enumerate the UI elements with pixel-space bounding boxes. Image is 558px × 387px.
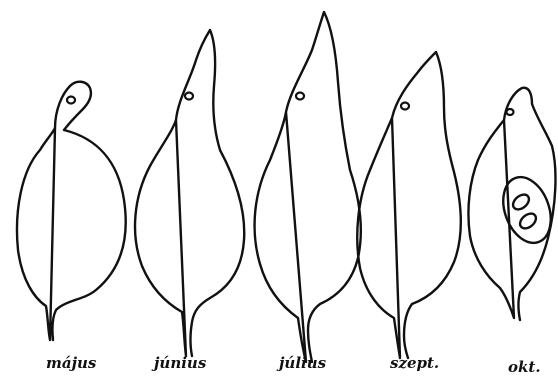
stage-okt: okt.: [468, 88, 558, 376]
stage-julius: július: [255, 12, 361, 372]
stage-label: június: [151, 354, 207, 372]
stage-outline: [135, 30, 244, 356]
eye-dot: [185, 93, 193, 100]
stage-label: július: [276, 354, 327, 372]
eye-dot: [507, 109, 514, 115]
stage-label: szept.: [390, 354, 439, 372]
eye-dot: [296, 93, 304, 100]
stage-label: május: [46, 354, 97, 372]
stage-outline: [17, 82, 126, 340]
eye-dot: [401, 103, 409, 110]
stage-label: okt.: [508, 358, 541, 376]
egg: [517, 211, 539, 232]
egg: [510, 192, 532, 213]
stage-outline: [255, 12, 361, 362]
stage-junius: június: [135, 30, 244, 372]
eye-dot: [67, 97, 75, 104]
stage-outline: [357, 52, 461, 358]
stage-szept: szept.: [357, 52, 461, 372]
stage-majus: május: [17, 82, 126, 372]
